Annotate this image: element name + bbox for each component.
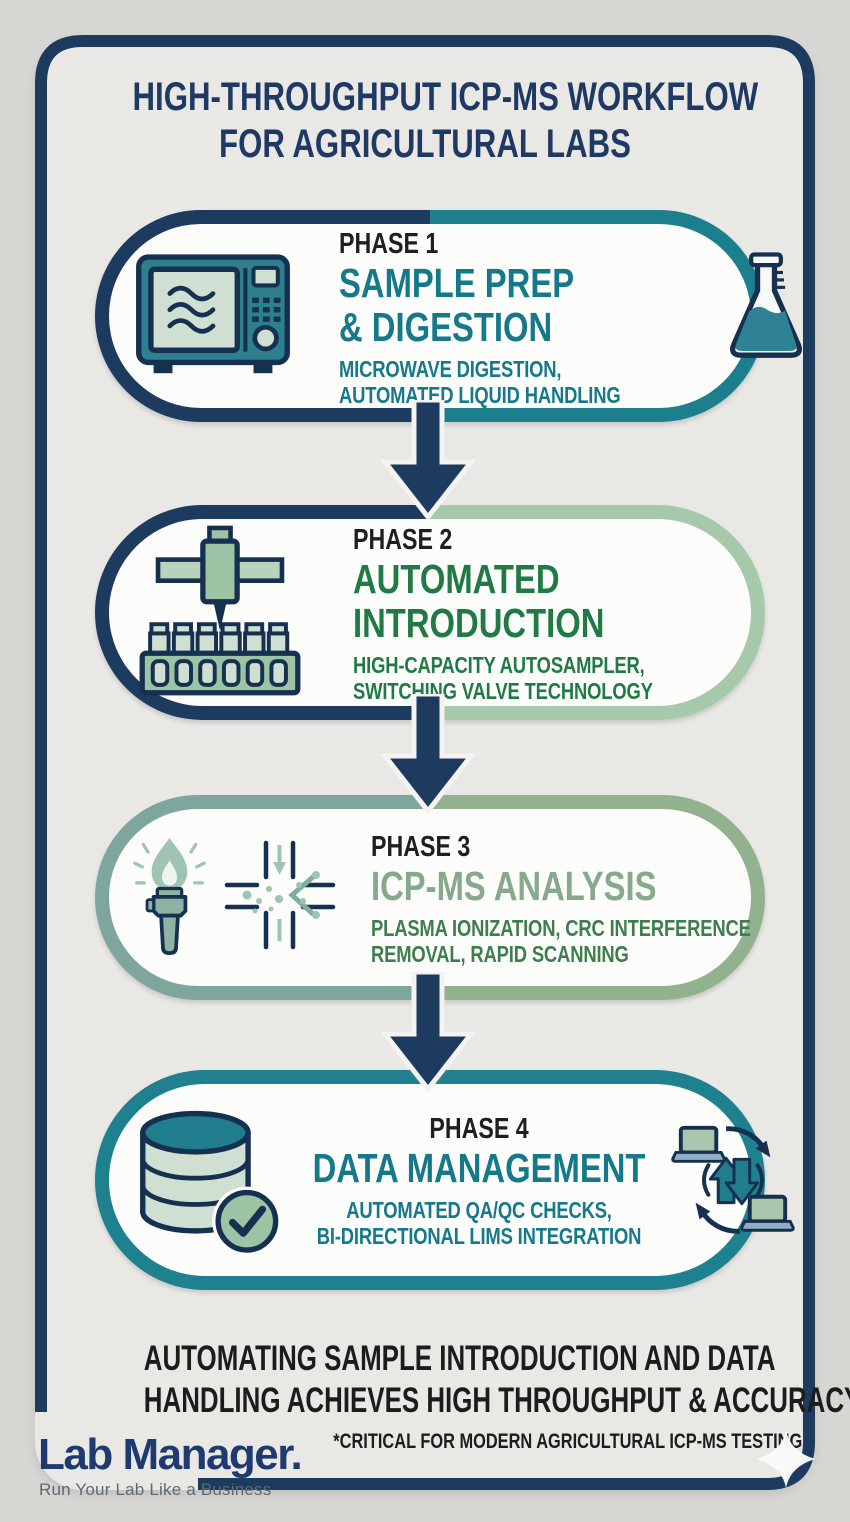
conclusion-line1: AUTOMATING SAMPLE INTRODUCTION AND DATA bbox=[143, 1339, 776, 1378]
phase-1-subtitle-line2: AUTOMATED LIQUID HANDLING bbox=[339, 381, 621, 408]
phase-4-title: DATA MANAGEMENT bbox=[312, 1144, 646, 1191]
phase-2-subtitle-line2: SWITCHING VALVE TECHNOLOGY bbox=[353, 678, 653, 704]
conclusion-text: AUTOMATING SAMPLE INTRODUCTION AND DATA … bbox=[45, 1338, 850, 1422]
phase-3-subtitle-line2: REMOVAL, RAPID SCANNING bbox=[371, 941, 629, 967]
phase-1-label: PHASE 1 bbox=[339, 227, 439, 260]
down-arrow-connector-3 bbox=[379, 972, 477, 1092]
phase-2-pill: PHASE 2 AUTOMATED INTRODUCTION HIGH-CAPA… bbox=[95, 505, 765, 720]
phase-1-pill: PHASE 1 SAMPLE PREP & DIGESTION MICROWAV… bbox=[95, 210, 802, 422]
conclusion-line2: HANDLING ACHIEVES HIGH THROUGHPUT & ACCU… bbox=[143, 1381, 850, 1420]
database-check-icon bbox=[109, 1099, 301, 1261]
page-title-line2: FOR AGRICULTURAL LABS bbox=[219, 122, 631, 166]
phase-1-subtitle-line1: MICROWAVE DIGESTION, bbox=[339, 355, 562, 382]
phase-1-title-line2: & DIGESTION bbox=[339, 303, 553, 350]
plasma-torch-icon bbox=[118, 832, 221, 964]
footnote-text: *CRITICAL FOR MODERN AGRICULTURAL ICP-MS… bbox=[333, 1430, 802, 1453]
logo-tagline: Run Your Lab Like a Business bbox=[39, 1480, 272, 1499]
phase-3-pill: PHASE 3 ICP-MS ANALYSIS PLASMA IONIZATIO… bbox=[95, 795, 765, 1000]
page-title: HIGH-THROUGHPUT ICP-MS WORKFLOW FOR AGRI… bbox=[50, 74, 800, 168]
phase-3-subtitle-line1: PLASMA IONIZATION, CRC INTERFERENCE bbox=[371, 915, 751, 941]
phase-3-title: ICP-MS ANALYSIS bbox=[371, 863, 657, 909]
flask-icon bbox=[691, 250, 841, 383]
sparkle-icon bbox=[757, 1430, 815, 1488]
phase-3-label: PHASE 3 bbox=[371, 831, 471, 863]
phase-4-label: PHASE 4 bbox=[429, 1112, 529, 1145]
crc-cell-icon bbox=[221, 835, 341, 960]
phase-4-subtitle-line1: AUTOMATED QA/QC CHECKS, bbox=[346, 1196, 612, 1223]
phase-2-title-line2: INTRODUCTION bbox=[353, 600, 605, 646]
phase-2-label: PHASE 2 bbox=[353, 524, 453, 556]
phase-4-subtitle-line2: BI-DIRECTIONAL LIMS INTEGRATION bbox=[316, 1222, 642, 1249]
phase-2-subtitle-line1: HIGH-CAPACITY AUTOSAMPLER, bbox=[353, 652, 645, 678]
microwave-icon bbox=[109, 249, 317, 384]
lims-sync-icon bbox=[657, 1116, 809, 1244]
lab-manager-logo: Lab Manager. bbox=[38, 1430, 303, 1479]
phase-2-title-line1: AUTOMATED bbox=[353, 556, 560, 602]
page-title-line1: HIGH-THROUGHPUT ICP-MS WORKFLOW bbox=[132, 75, 759, 119]
phase-1-title-line1: SAMPLE PREP bbox=[339, 259, 575, 306]
autosampler-icon bbox=[109, 524, 331, 702]
down-arrow-connector-1 bbox=[379, 400, 477, 520]
phase-4-pill: PHASE 4 DATA MANAGEMENT AUTOMATED QA/QC … bbox=[95, 1070, 795, 1290]
down-arrow-connector-2 bbox=[379, 694, 477, 814]
